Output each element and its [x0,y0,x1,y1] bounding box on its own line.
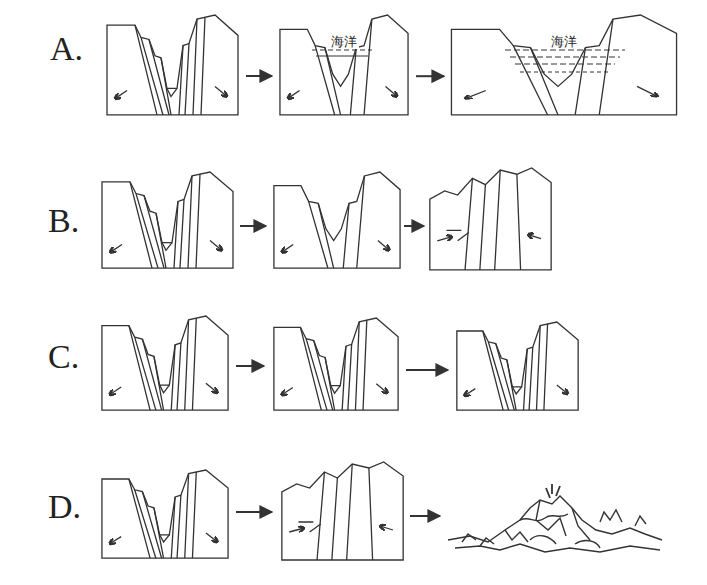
option-letter: B. [48,204,79,238]
process-arrow [416,75,444,77]
rift-panel: 海洋 [278,15,410,117]
ocean-label: 海洋 [329,34,359,49]
option-letter: A. [50,32,83,66]
ocean-label: 海洋 [549,34,579,49]
eroded-landscape [448,484,662,552]
option-letter: D. [48,490,81,524]
rift-panel: 海洋 [448,15,680,117]
option-letter: C. [48,340,79,374]
